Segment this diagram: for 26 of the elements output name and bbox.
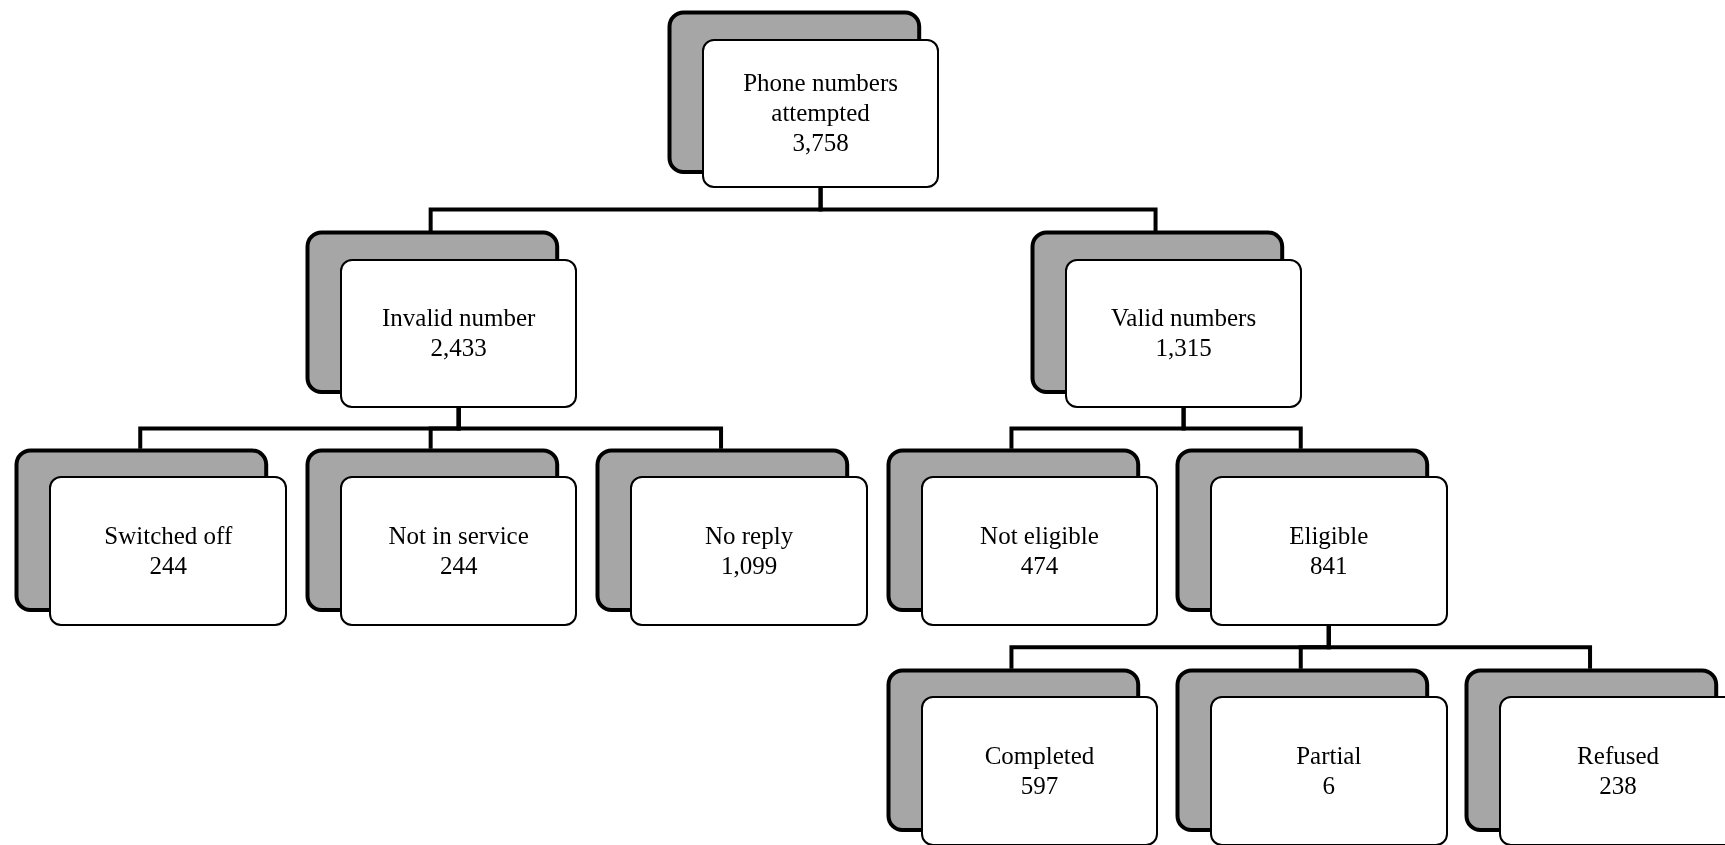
connector-line	[818, 188, 1158, 231]
node-title: Partial	[1296, 741, 1362, 772]
node-value: 6	[1322, 771, 1336, 802]
connector-line	[456, 408, 724, 449]
node-title: Invalid number	[381, 303, 536, 334]
node-value: 1,315	[1155, 333, 1212, 364]
node-value: 244	[439, 551, 478, 582]
node-title: No reply	[705, 521, 794, 552]
node-title: Phone numbers attempted	[742, 68, 899, 129]
node-value: 2,433	[430, 333, 487, 364]
node-title: Switched off	[104, 521, 233, 552]
node-title: Refused	[1577, 741, 1660, 772]
node-value: 244	[149, 551, 188, 582]
node-value: 597	[1020, 771, 1059, 802]
connector-line	[1326, 625, 1593, 669]
node-value: 474	[1020, 551, 1059, 582]
node-value: 3,758	[792, 128, 849, 159]
node-title: Not eligible	[980, 521, 1099, 552]
node-title: Not in service	[388, 521, 529, 552]
node-value: 841	[1310, 551, 1348, 582]
node-title: Valid numbers	[1111, 303, 1257, 334]
node-title: Eligible	[1289, 521, 1369, 552]
connector-line	[1181, 408, 1303, 449]
node-title: Completed	[984, 741, 1095, 772]
node-value: 1,099	[720, 551, 778, 582]
node-value: 238	[1599, 771, 1637, 802]
